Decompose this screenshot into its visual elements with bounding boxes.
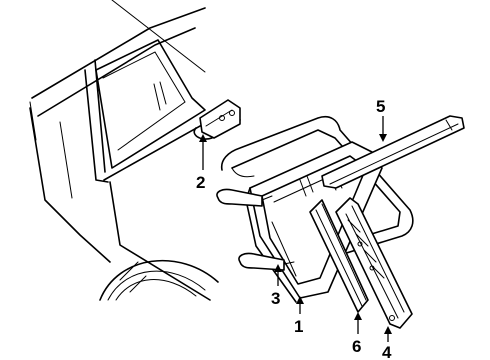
vertical-seal [309, 199, 369, 313]
hinge-arms [216, 188, 295, 271]
callout-6: 6 [352, 337, 361, 356]
callout-3: 3 [271, 289, 280, 308]
upper-channel [321, 115, 465, 189]
vehicle-body [29, 0, 241, 301]
callout-4: 4 [382, 343, 392, 360]
hinge-part [193, 99, 241, 140]
callout-1: 1 [294, 317, 303, 336]
callout-2: 2 [196, 173, 205, 192]
callout-5: 5 [376, 97, 385, 116]
latch-rail [335, 197, 413, 329]
leader-lines [199, 116, 392, 342]
